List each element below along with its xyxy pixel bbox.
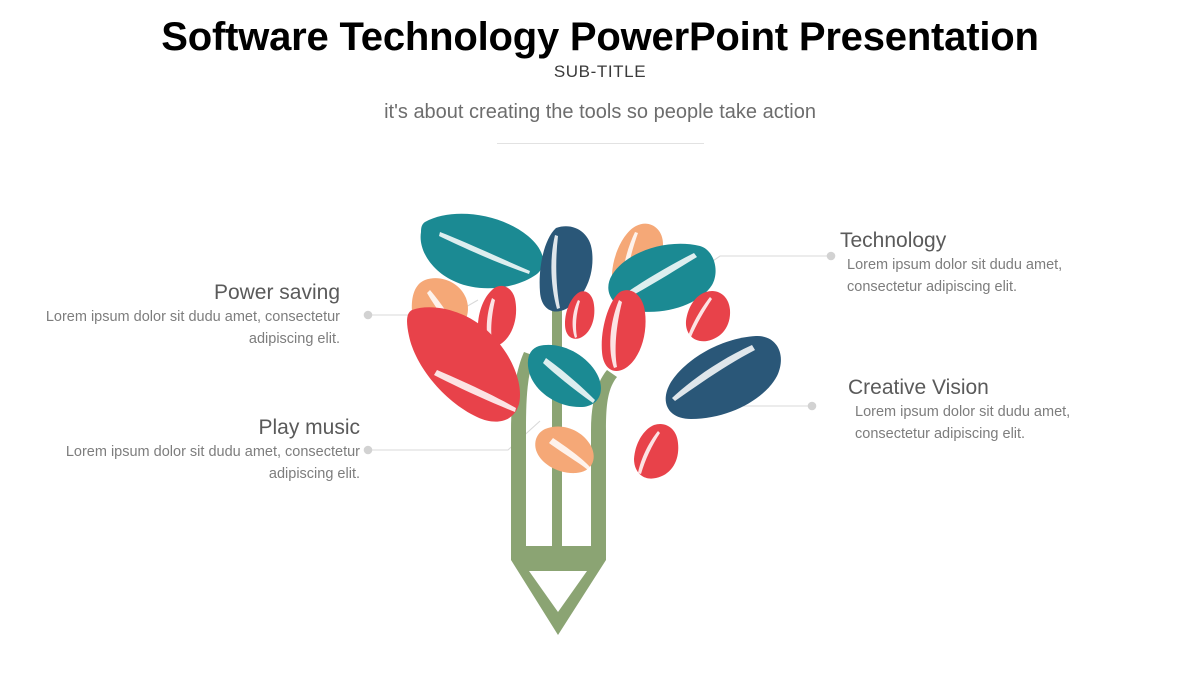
callout-body: Lorem ipsum dolor sit dudu amet, consect… [45,309,340,347]
callout-title: Creative Vision [848,376,989,399]
callout-title: Play music [258,416,360,439]
leaves [407,213,781,479]
leaf-red-far-right [685,290,731,342]
connector-dot-technology [826,251,836,261]
pencil-stem-inner-left [516,400,524,546]
pencil-nib-hole [529,571,587,612]
page-subtitle: SUB-TITLE [553,62,647,81]
leaf-teal-top-left [420,213,544,289]
callout-body: Lorem ipsum dolor sit dudu amet, consect… [847,257,1063,295]
leaf-red-tiny-center [565,291,595,339]
callout-body: Lorem ipsum dolor sit dudu amet, consect… [855,404,1071,442]
pencil-stem-inner-right [596,396,604,546]
leaf-navy-top-center [539,226,593,312]
connector-dot-power-saving [363,310,373,320]
callout-technology[interactable]: Technology Lorem ipsum dolor sit dudu am… [840,227,1140,298]
leaf-navy-big-right [665,335,781,419]
callout-title: Power saving [213,281,340,304]
leaf-orange-bottom [535,426,594,474]
connector-play-music [368,420,541,451]
pencil-stem-center [552,280,562,546]
page-title: Software Technology PowerPoint Presentat… [161,15,1039,59]
connector-dot-creative-vision [807,401,817,411]
callout-creative-vision[interactable]: Creative Vision Lorem ipsum dolor sit du… [848,374,1148,445]
connector-dots [363,251,836,455]
leaf-red-bottom-right [634,423,679,479]
callout-play-music[interactable]: Play music Lorem ipsum dolor sit dudu am… [35,414,360,485]
page-tagline: it's about creating the tools so people … [384,101,816,123]
callout-body: Lorem ipsum dolor sit dudu amet, consect… [65,444,360,482]
callout-power-saving[interactable]: Power saving Lorem ipsum dolor sit dudu … [35,279,340,350]
callout-title: Technology [840,229,947,252]
header-divider [497,143,704,144]
leaf-teal-mid-center [527,344,601,408]
leaf-red-center-right [601,290,646,372]
connector-dot-play-music [363,445,373,455]
leaf-red-big-left [407,307,521,422]
connector-technology [696,255,831,273]
